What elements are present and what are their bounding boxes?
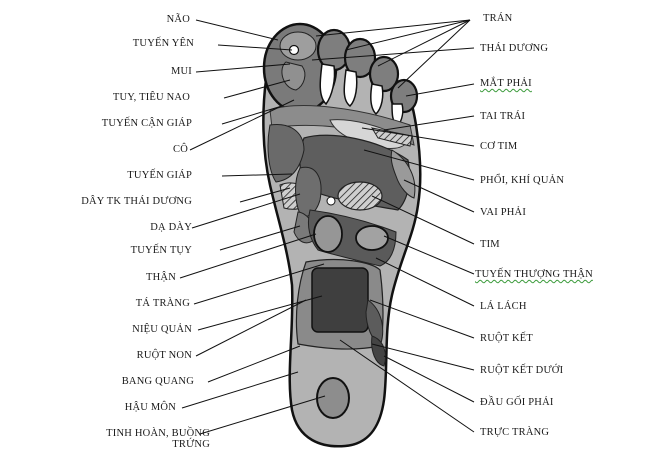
heel-region xyxy=(316,377,350,419)
solar-dot xyxy=(326,196,336,206)
label-ruot-non: RUỘT NON xyxy=(136,350,192,361)
label-tai-trai: TAI TRÁI xyxy=(480,111,526,122)
label-tuyen-tuy: TUYẾN TỤY xyxy=(130,245,192,256)
toe-stems xyxy=(319,63,404,128)
label-nieu-quan: NIỆU QUẢN xyxy=(132,324,192,335)
label-tuyen-thuong-than: TUYẾN THƯỢNG THẬN xyxy=(475,269,593,280)
label-tuyen-can-giap: TUYẾN CẬN GIÁP xyxy=(101,118,192,129)
label-truc-trang: TRỰC TRÀNG xyxy=(480,427,550,438)
nose-region xyxy=(281,61,306,91)
label-ruot-ket: RUỘT KẾT xyxy=(480,333,534,344)
kidney xyxy=(313,215,343,253)
adrenal xyxy=(355,225,389,251)
label-ta-trang: TÁ TRÀNG xyxy=(135,298,190,309)
label-than: THẬN xyxy=(146,272,176,283)
label-la-lach: LÁ LÁCH xyxy=(480,301,527,312)
label-tinh-hoan-buong-trung: TINH HOÀN, BUỒNG TRỨNG xyxy=(106,428,210,450)
label-hau-mon: HẬU MÔN xyxy=(124,402,176,413)
heart-hatch xyxy=(337,181,383,211)
big-toe-top xyxy=(279,31,317,61)
right-shoulder xyxy=(390,149,416,199)
label-mat-phai: MẮT PHẢI xyxy=(480,78,532,89)
thyroid-region xyxy=(267,123,305,183)
label-mui: MUI xyxy=(170,66,192,77)
label-phoi-khi-quan: PHỔI, KHÍ QUẢN xyxy=(480,175,565,186)
label-co: CÔ xyxy=(173,144,188,155)
lower-colon xyxy=(371,335,386,367)
ear-hatch xyxy=(370,127,413,147)
label-co-tim: CƠ TIM xyxy=(480,141,518,152)
label-vai-phai: VAI PHẢI xyxy=(480,207,527,218)
label-da-day: DẠ DÀY xyxy=(150,222,192,233)
label-tim: TIM xyxy=(480,239,500,250)
label-bang-quang: BANG QUANG xyxy=(121,376,194,387)
label-day-tk-thai-duong: DÂY TK THÁI DƯƠNG xyxy=(81,196,192,207)
label-tuyen-giap: TUYẾN GIÁP xyxy=(127,170,192,181)
label-dau-goi-phai: ĐẦU GỐI PHẢI xyxy=(480,397,554,408)
leader-lines xyxy=(179,19,475,435)
label-tran: TRÁN xyxy=(483,13,513,24)
small-intestine xyxy=(311,267,369,333)
label-ruot-ket-duoi: RUỘT KẾT DƯỚI xyxy=(480,365,564,376)
label-tuyen-yen: TUYẾN YÊN xyxy=(132,38,194,49)
label-tuy-tieu-nao: TUY, TIÊU NAO xyxy=(112,92,190,103)
label-thai-duong: THÁI DƯƠNG xyxy=(480,43,549,54)
label-nao: NÃO xyxy=(166,14,190,25)
